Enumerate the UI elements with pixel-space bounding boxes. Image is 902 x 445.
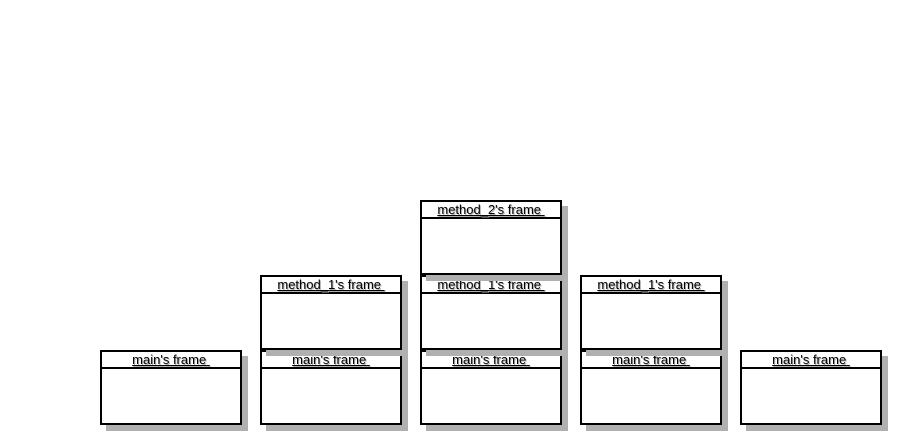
frame-label: main's frame xyxy=(772,352,847,367)
frame-header: main's frame xyxy=(582,352,720,369)
stack-frame-main: main's frame xyxy=(100,350,242,425)
stack-snapshot-4: method_1's frame main's frame xyxy=(580,275,722,425)
frame-header: method_2's frame xyxy=(422,202,560,219)
frame-body xyxy=(422,219,560,273)
frame-label: main's frame xyxy=(292,352,367,367)
stack-frame-method-1: method_1's frame xyxy=(420,275,562,350)
frame-body xyxy=(102,369,240,423)
frame-body xyxy=(262,294,400,348)
stack-snapshot-3: method_2's frame method_1's frame main's… xyxy=(420,200,562,425)
stack-frame-method-1: method_1's frame xyxy=(580,275,722,350)
frame-body xyxy=(582,369,720,423)
frame-body xyxy=(422,294,560,348)
stack-frame-main: main's frame xyxy=(740,350,882,425)
stack-frame-main: main's frame xyxy=(260,350,402,425)
stack-frame-method-1: method_1's frame xyxy=(260,275,402,350)
frame-body xyxy=(262,369,400,423)
stack-frame-main: main's frame xyxy=(420,350,562,425)
frame-header: method_1's frame xyxy=(262,277,400,294)
frame-label: method_2's frame xyxy=(437,202,542,217)
frame-header: main's frame xyxy=(262,352,400,369)
stack-frame-main: main's frame xyxy=(580,350,722,425)
frame-header: main's frame xyxy=(742,352,880,369)
frame-label: method_1's frame xyxy=(277,277,382,292)
frame-label: main's frame xyxy=(612,352,687,367)
frame-label: main's frame xyxy=(132,352,207,367)
frame-body xyxy=(742,369,880,423)
frame-header: main's frame xyxy=(422,352,560,369)
frame-header: main's frame xyxy=(102,352,240,369)
stack-frame-method-2: method_2's frame xyxy=(420,200,562,275)
frame-label: method_1's frame xyxy=(597,277,702,292)
frame-body xyxy=(422,369,560,423)
stack-snapshot-1: main's frame xyxy=(100,350,242,425)
stack-snapshot-2: method_1's frame main's frame xyxy=(260,275,402,425)
frame-header: method_1's frame xyxy=(582,277,720,294)
frame-label: method_1's frame xyxy=(437,277,542,292)
frame-body xyxy=(582,294,720,348)
frame-label: main's frame xyxy=(452,352,527,367)
frame-header: method_1's frame xyxy=(422,277,560,294)
stack-snapshot-5: main's frame xyxy=(740,350,882,425)
